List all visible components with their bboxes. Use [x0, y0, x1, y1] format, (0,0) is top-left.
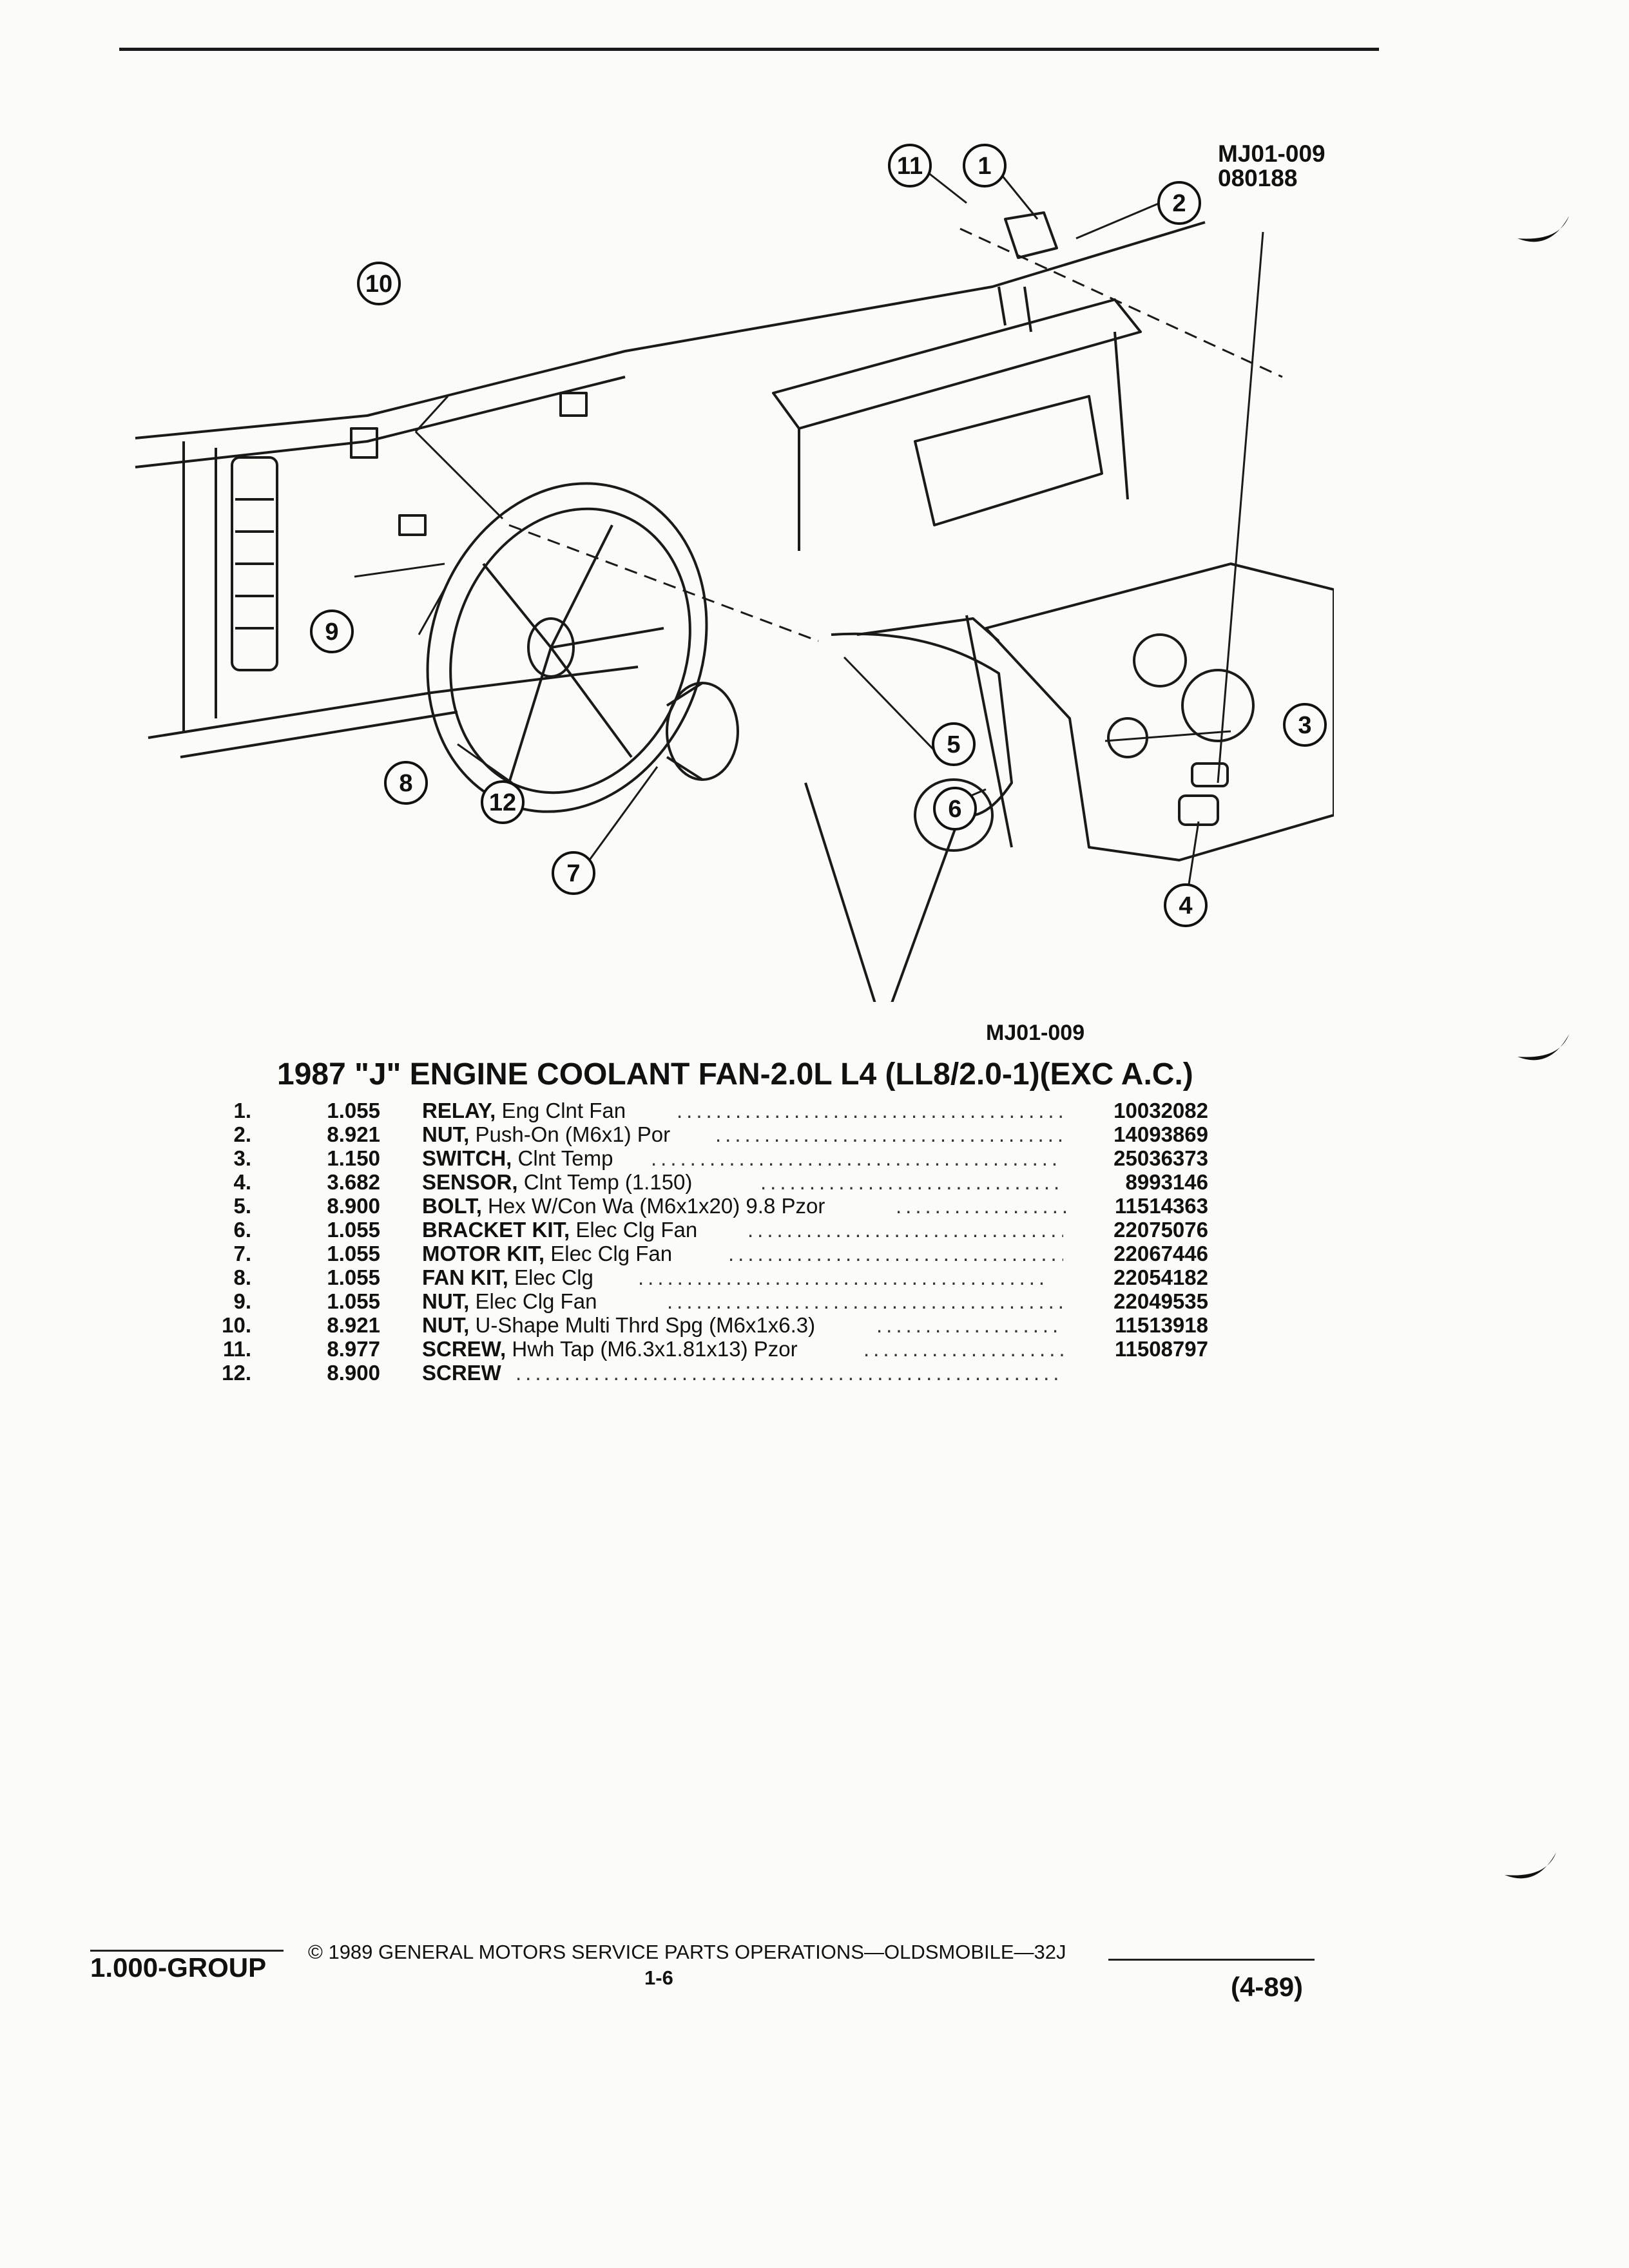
svg-text:5: 5 [947, 731, 960, 758]
figure-code: MJ01-009 [1218, 140, 1325, 167]
footer-page-number: 1-6 [644, 1966, 673, 1989]
binder-mark [1518, 1034, 1569, 1061]
callout-6: 6 [933, 787, 977, 831]
top-rule [119, 48, 1379, 51]
callout-3: 3 [1283, 703, 1327, 747]
callout-1: 1 [963, 144, 1007, 187]
callout-12: 12 [481, 780, 525, 824]
exploded-parts-diagram: 11 1 2 10 9 5 3 6 8 12 7 4 [135, 144, 1334, 1002]
svg-text:2: 2 [1172, 190, 1186, 217]
svg-text:11: 11 [897, 153, 923, 180]
binder-mark [1518, 216, 1569, 242]
page-title: 1987 "J" ENGINE COOLANT FAN-2.0L L4 (LL8… [277, 1057, 1193, 1091]
footer-date: (4-89) [1231, 1972, 1304, 2002]
footer-group: 1.000-GROUP [90, 1952, 267, 1983]
callout-9: 9 [310, 610, 354, 653]
footer-rule-left [90, 1950, 284, 1952]
callout-11: 11 [888, 144, 932, 187]
callout-4: 4 [1164, 883, 1208, 927]
svg-text:9: 9 [325, 619, 338, 646]
svg-text:7: 7 [566, 860, 580, 887]
svg-text:4: 4 [1179, 892, 1192, 919]
callout-7: 7 [552, 851, 595, 895]
svg-text:1: 1 [978, 153, 991, 180]
callout-2: 2 [1157, 181, 1201, 225]
svg-text:12: 12 [489, 789, 516, 816]
svg-text:8: 8 [399, 770, 412, 797]
svg-text:10: 10 [365, 271, 392, 298]
figure-date: 080188 [1218, 165, 1298, 191]
footer-rule-right [1108, 1959, 1315, 1961]
diagram-caption-code: MJ01-009 [986, 1021, 1085, 1045]
footer-copyright: © 1989 GENERAL MOTORS SERVICE PARTS OPER… [308, 1941, 1066, 1963]
binder-mark [1505, 1852, 1556, 1879]
callout-5: 5 [932, 722, 976, 766]
callout-8: 8 [384, 761, 428, 805]
callout-10: 10 [357, 262, 401, 305]
svg-text:6: 6 [948, 796, 961, 823]
svg-text:3: 3 [1298, 712, 1311, 739]
